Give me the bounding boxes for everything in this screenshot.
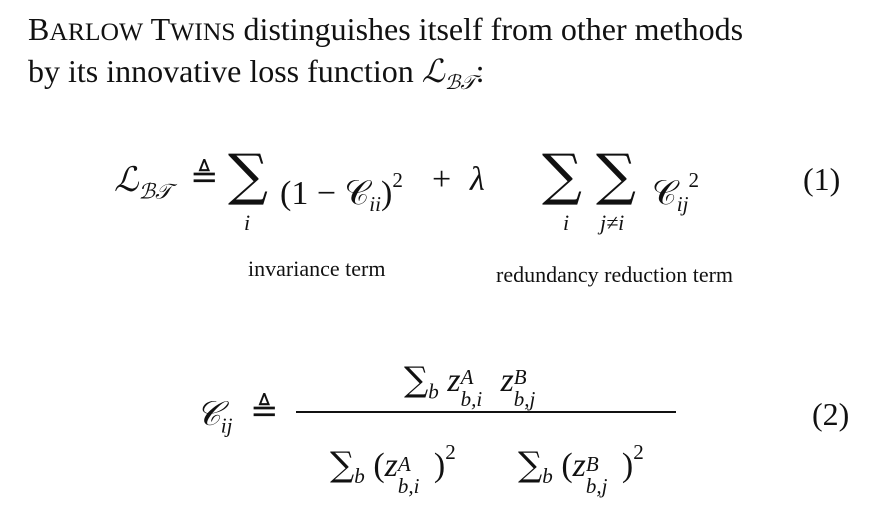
eq2-den1-sub-bi: b,i [397,473,420,498]
eq2-den2-sub-bj: b,j [585,473,608,498]
eq1-invariance-expression: (1 − 𝒞ii)2 [280,160,403,224]
loss-subscript: ℬ𝒯 [444,70,476,94]
eq2-numerator: ∑b z A b,i z B b,j [404,360,554,411]
eq2-den1-sum-sub: b [354,464,365,489]
eq2-denominator-1: ∑b (z A b,i )2 [330,432,456,498]
paragraph-line-1: BARLOW TWINS distinguishes itself from o… [28,10,743,51]
eq2-num-z-b: z [500,362,514,399]
eq2-den1-paren-open: ( [373,446,385,484]
eq1-sum-invariance: ∑ [228,143,268,208]
eq2-den2-z: z [572,446,586,484]
eq1-sum-redundancy-i: ∑ [542,143,582,208]
eq1-lhs: ℒℬ𝒯 [114,160,171,211]
paragraph-line-2: by its innovative loss function ℒℬ𝒯: [28,52,484,102]
eq1-loss-symbol: ℒ [114,160,139,200]
eq2-num-sub-bj: b,j [513,387,536,411]
eq1-redundancy-expression: 𝒞ij2 [652,160,699,224]
eq2-num-sup-b: B [513,365,527,389]
eq1-plus: + [432,161,452,198]
eq2-den2-sum-sub: b [542,464,553,489]
eq2-den1-z: z [384,446,398,484]
eq2-c-subscript: ij [220,413,233,438]
eq1-redundancy-body: 𝒞 [652,174,677,212]
eq1-redundancy-sub: ij [676,192,689,217]
eq2-den1-sum: ∑ [330,444,355,485]
eq2-den2-paren-open: ( [561,446,573,484]
eq2-den2-sup-b: B [585,451,599,476]
eq1-invariance-close: ) [381,174,393,212]
eq1-sum-index-i-2: i [563,210,570,235]
eq1-number: (1) [803,161,841,197]
eq1-invariance-sub: ii [369,192,382,217]
method-name: BARLOW TWINS [28,11,236,47]
loss-symbol: ℒ [421,52,445,90]
eq2-num-sum: ∑ [404,360,429,400]
eq1-sum-index-i: i [244,210,251,235]
eq1-lambda: λ [470,161,485,198]
eq2-num-sup-a: A [460,365,474,389]
eq2-num-sub-bi: b,i [460,387,483,411]
eq1-loss-subscript: ℬ𝒯 [138,178,172,204]
eq1-invariance-power: 2 [392,168,403,192]
eq1-invariance-body: (1 − 𝒞 [280,174,370,212]
eq1-redundancy-power: 2 [688,168,700,192]
invariance-term-label: invariance term [248,256,386,281]
eq2-den2-power: 2 [633,440,644,464]
eq2-fraction-bar [296,411,676,413]
eq2-c-symbol: 𝒞 [196,394,221,434]
eq2-defeq: ≜ [250,393,279,430]
paragraph-line-2-text: by its innovative loss function [28,53,422,89]
eq2-number: (2) [812,396,850,432]
eq2-den2-sum: ∑ [518,444,543,485]
redundancy-term-label: redundancy reduction term [496,262,734,287]
eq2-num-z-a: z [447,362,461,399]
eq2-den1-paren-close: ) [433,446,446,484]
eq2-lhs: 𝒞ij [196,394,233,445]
eq2-den1-sup-a: A [397,451,411,476]
eq2-den2-paren-close: ) [621,446,634,484]
eq1-sum-index-j: j≠i [600,210,625,235]
eq1-defeq: ≜ [190,159,219,196]
eq1-sum-redundancy-j: ∑ [596,143,636,208]
paragraph-line-1-text: distinguishes itself from other methods [235,11,744,47]
colon: : [475,53,485,89]
eq2-den1-power: 2 [445,440,456,464]
eq2-num-sum-sub: b [428,379,439,404]
eq2-denominator-2: ∑b (z B b,j )2 [518,432,644,498]
